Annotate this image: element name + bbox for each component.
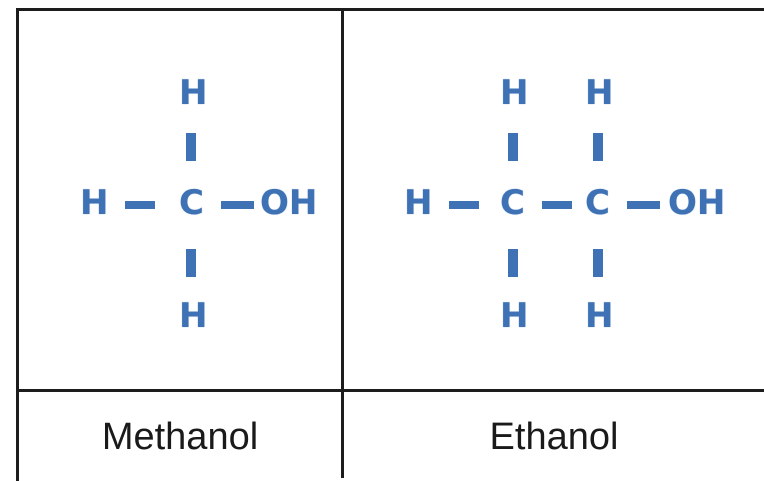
methanol-bottom-hydrogen: H [179, 296, 208, 336]
ethanol-bond-cc [542, 201, 572, 209]
ethanol-top-hydrogen-1: H [500, 73, 529, 113]
ethanol-bottom-hydrogen-1: H [500, 296, 529, 336]
ethanol-carbon-2: C [585, 183, 610, 223]
methanol-bond-top [186, 133, 196, 161]
column-divider [341, 8, 344, 478]
methanol-label: Methanol [101, 416, 259, 458]
methanol-bond-left [125, 201, 155, 209]
ethanol-bottom-hydrogen-2: H [585, 296, 614, 336]
ethanol-left-hydrogen: H [404, 183, 433, 223]
ethanol-bond-right [627, 201, 660, 209]
ethanol-carbon-1: C [500, 183, 525, 223]
ethanol-bond-top-1 [508, 133, 518, 161]
ethanol-bond-bottom-1 [508, 249, 518, 277]
ethanol-top-hydrogen-2: H [585, 73, 614, 113]
ethanol-bond-bottom-2 [593, 249, 603, 277]
ethanol-label: Ethanol [489, 416, 619, 458]
methanol-bond-right [221, 201, 254, 209]
row-divider [16, 389, 764, 392]
ethanol-bond-left [449, 201, 479, 209]
methanol-top-hydrogen: H [179, 73, 208, 113]
methanol-hydroxyl: OH [260, 183, 318, 223]
table-border [16, 8, 764, 481]
ethanol-hydroxyl: OH [668, 183, 726, 223]
ethanol-bond-top-2 [593, 133, 603, 161]
methanol-bond-bottom [186, 249, 196, 277]
methanol-left-hydrogen: H [80, 183, 109, 223]
methanol-carbon: C [179, 183, 204, 223]
